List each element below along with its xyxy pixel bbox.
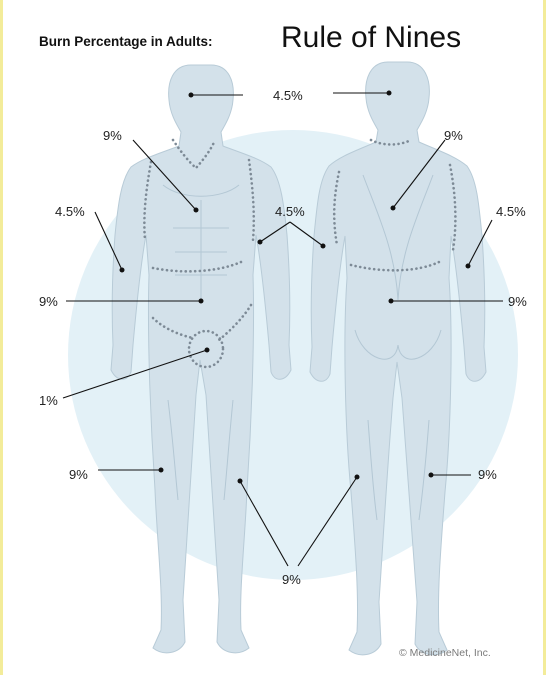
label-front-leg: 9% — [69, 467, 88, 482]
label-right-arm: 4.5% — [55, 204, 85, 219]
label-legs-bottom: 9% — [282, 572, 301, 587]
label-chest: 9% — [103, 128, 122, 143]
label-head: 4.5% — [273, 88, 303, 103]
label-abdomen: 9% — [39, 294, 58, 309]
title-prefix: Burn Percentage in Adults: — [39, 34, 213, 49]
title-main: Rule of Nines — [281, 21, 461, 54]
copyright-text: © MedicineNet, Inc. — [399, 647, 491, 659]
label-middle-arms: 4.5% — [275, 204, 305, 219]
label-upper-back: 9% — [444, 128, 463, 143]
label-left-arm: 4.5% — [496, 204, 526, 219]
label-lower-back: 9% — [508, 294, 527, 309]
label-genitals: 1% — [39, 393, 58, 408]
rule-of-nines-diagram: Burn Percentage in Adults: Rule of Nines — [3, 0, 543, 675]
label-back-leg: 9% — [478, 467, 497, 482]
